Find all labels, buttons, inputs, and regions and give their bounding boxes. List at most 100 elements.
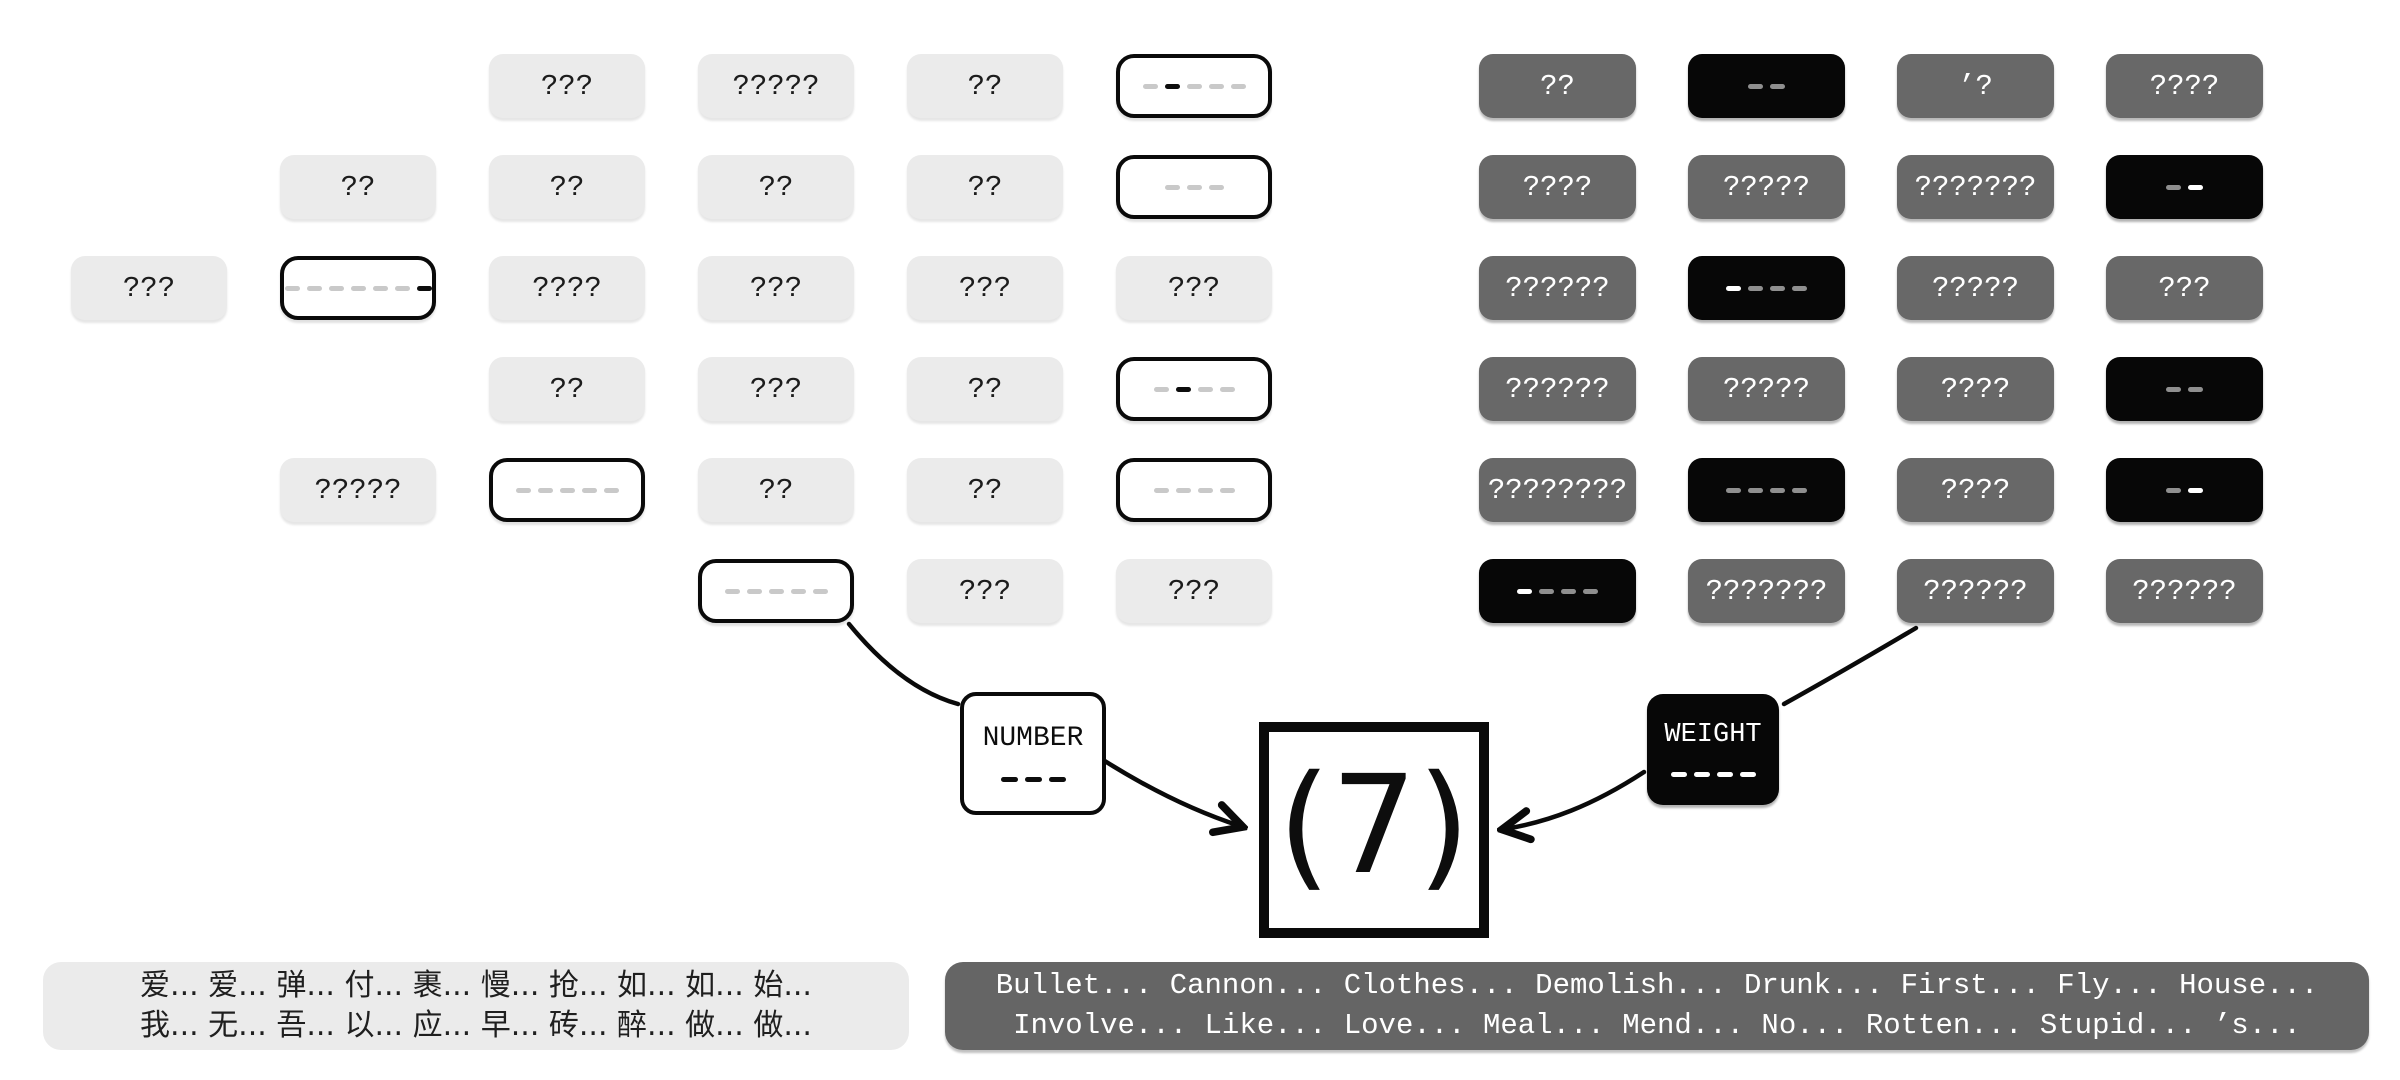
hidden-letter-dash bbox=[1219, 386, 1235, 392]
hidden-letter-dash bbox=[515, 487, 531, 493]
answer-label: (7) bbox=[1277, 747, 1471, 905]
number-clue-node[interactable]: NUMBER bbox=[960, 692, 1106, 815]
mystery-word-card[interactable]: ?? bbox=[907, 458, 1063, 522]
mystery-word-card[interactable]: ????? bbox=[1897, 256, 2054, 320]
revealed-letter-dash bbox=[1517, 588, 1532, 594]
mystery-word-card[interactable]: ????? bbox=[1688, 357, 1845, 421]
hidden-letter-dash bbox=[746, 588, 762, 594]
hidden-letter-dash bbox=[1539, 588, 1554, 594]
answer-length-dashes bbox=[1164, 184, 1224, 190]
mystery-word-card[interactable]: ?? bbox=[907, 54, 1063, 118]
hidden-letter-dash bbox=[394, 285, 410, 291]
hidden-letter-dash bbox=[306, 285, 322, 291]
revealed-letter-dash bbox=[416, 285, 432, 291]
number-clue-dashes bbox=[1000, 776, 1066, 782]
revealed-letter-dash bbox=[1670, 771, 1687, 777]
hidden-letter-dash bbox=[1153, 386, 1169, 392]
hidden-letter-dash bbox=[1230, 83, 1246, 89]
dash-answer-card[interactable] bbox=[1116, 357, 1272, 421]
dash-answer-card[interactable] bbox=[1688, 54, 1845, 118]
answer-length-dashes bbox=[724, 588, 828, 594]
answer-length-dashes bbox=[2166, 386, 2203, 392]
mystery-word-card[interactable]: ???? bbox=[1897, 357, 2054, 421]
hidden-letter-dash bbox=[1164, 184, 1180, 190]
mystery-word-card[interactable]: ??? bbox=[71, 256, 227, 320]
mystery-word-card[interactable]: ?????? bbox=[2106, 559, 2263, 623]
revealed-letter-dash bbox=[2188, 487, 2203, 493]
dash-answer-card[interactable] bbox=[1116, 54, 1272, 118]
dash-answer-card[interactable] bbox=[1116, 458, 1272, 522]
mystery-word-card[interactable]: ??? bbox=[1116, 559, 1272, 623]
dash-answer-card[interactable] bbox=[1688, 458, 1845, 522]
dash-answer-card[interactable] bbox=[698, 559, 854, 623]
mystery-word-card[interactable]: ???? bbox=[1479, 155, 1636, 219]
mystery-word-card[interactable]: ??? bbox=[907, 256, 1063, 320]
revealed-letter-dash bbox=[1024, 776, 1042, 782]
hidden-letter-dash bbox=[768, 588, 784, 594]
mystery-word-card[interactable]: ??? bbox=[489, 54, 645, 118]
mystery-word-card[interactable]: ????? bbox=[1688, 155, 1845, 219]
mystery-word-card[interactable]: ?? bbox=[280, 155, 436, 219]
mystery-word-card[interactable]: ???????? bbox=[1479, 458, 1636, 522]
mystery-word-card[interactable]: ?? bbox=[907, 155, 1063, 219]
hidden-letter-dash bbox=[1770, 487, 1785, 493]
hidden-letter-dash bbox=[2166, 487, 2181, 493]
dash-answer-card[interactable] bbox=[1116, 155, 1272, 219]
mystery-word-card[interactable]: ????? bbox=[280, 458, 436, 522]
hidden-letter-dash bbox=[372, 285, 388, 291]
dash-answer-card[interactable] bbox=[2106, 155, 2263, 219]
mystery-word-card[interactable]: ?????? bbox=[1479, 256, 1636, 320]
hidden-letter-dash bbox=[1142, 83, 1158, 89]
mystery-word-card[interactable]: ??? bbox=[698, 357, 854, 421]
mystery-word-card[interactable]: ?? bbox=[1479, 54, 1636, 118]
mystery-word-card[interactable]: ????? bbox=[698, 54, 854, 118]
english-word-line-1: Bullet... Cannon... Clothes... Demolish.… bbox=[995, 969, 2319, 1002]
edge-number-to-answer bbox=[1097, 755, 1240, 826]
revealed-letter-dash bbox=[1164, 83, 1180, 89]
answer-box[interactable]: (7) bbox=[1259, 722, 1489, 938]
weight-clue-node[interactable]: WEIGHT bbox=[1647, 694, 1779, 805]
mystery-word-card[interactable]: ?? bbox=[698, 155, 854, 219]
hidden-letter-dash bbox=[1197, 487, 1213, 493]
revealed-letter-dash bbox=[1739, 771, 1756, 777]
answer-length-dashes bbox=[284, 285, 432, 291]
mystery-word-card[interactable]: ?????? bbox=[1479, 357, 1636, 421]
mystery-word-card[interactable]: ?? bbox=[907, 357, 1063, 421]
hidden-letter-dash bbox=[2166, 386, 2181, 392]
dash-answer-card[interactable] bbox=[2106, 357, 2263, 421]
mystery-word-card[interactable]: ???? bbox=[1897, 458, 2054, 522]
answer-length-dashes bbox=[1142, 83, 1246, 89]
hidden-letter-dash bbox=[1186, 184, 1202, 190]
dash-answer-card[interactable] bbox=[2106, 458, 2263, 522]
revealed-letter-dash bbox=[1716, 771, 1733, 777]
hidden-letter-dash bbox=[1748, 83, 1763, 89]
edge-weight-to-answer bbox=[1505, 769, 1647, 829]
mystery-word-card[interactable]: ?????? bbox=[1897, 559, 2054, 623]
hidden-letter-dash bbox=[350, 285, 366, 291]
edge-rightgrid-to-weight bbox=[1781, 625, 1919, 707]
mystery-word-card[interactable]: ??? bbox=[698, 256, 854, 320]
hidden-letter-dash bbox=[1561, 588, 1576, 594]
dash-answer-card[interactable] bbox=[489, 458, 645, 522]
mystery-word-card[interactable]: ??? bbox=[1116, 256, 1272, 320]
answer-length-dashes bbox=[2166, 184, 2203, 190]
dash-answer-card[interactable] bbox=[1688, 256, 1845, 320]
mystery-word-card[interactable]: ???? bbox=[2106, 54, 2263, 118]
mystery-word-card[interactable]: ??????? bbox=[1688, 559, 1845, 623]
left-word-grid: ????????????????????????????????????????… bbox=[71, 54, 1272, 623]
mystery-word-card[interactable]: ?? bbox=[489, 357, 645, 421]
mystery-word-card[interactable]: ?? bbox=[489, 155, 645, 219]
dash-answer-card[interactable] bbox=[280, 256, 436, 320]
mystery-word-card[interactable]: ??? bbox=[907, 559, 1063, 623]
mystery-word-card[interactable]: ??? bbox=[2106, 256, 2263, 320]
mystery-word-card[interactable]: ??????? bbox=[1897, 155, 2054, 219]
dash-answer-card[interactable] bbox=[1479, 559, 1636, 623]
mystery-word-card[interactable]: ???? bbox=[489, 256, 645, 320]
mystery-word-card[interactable]: ?? bbox=[698, 458, 854, 522]
chinese-word-line-1: 爱... 爱... 弹... 付... 裹... 慢... 抢... 如... … bbox=[140, 968, 812, 1003]
hidden-letter-dash bbox=[1770, 83, 1785, 89]
mystery-word-card[interactable]: ’? bbox=[1897, 54, 2054, 118]
hidden-letter-dash bbox=[1792, 487, 1807, 493]
chinese-word-line-2: 我... 无... 吾... 以... 应... 早... 砖... 醉... … bbox=[140, 1008, 812, 1043]
weight-clue-dashes bbox=[1670, 771, 1756, 777]
